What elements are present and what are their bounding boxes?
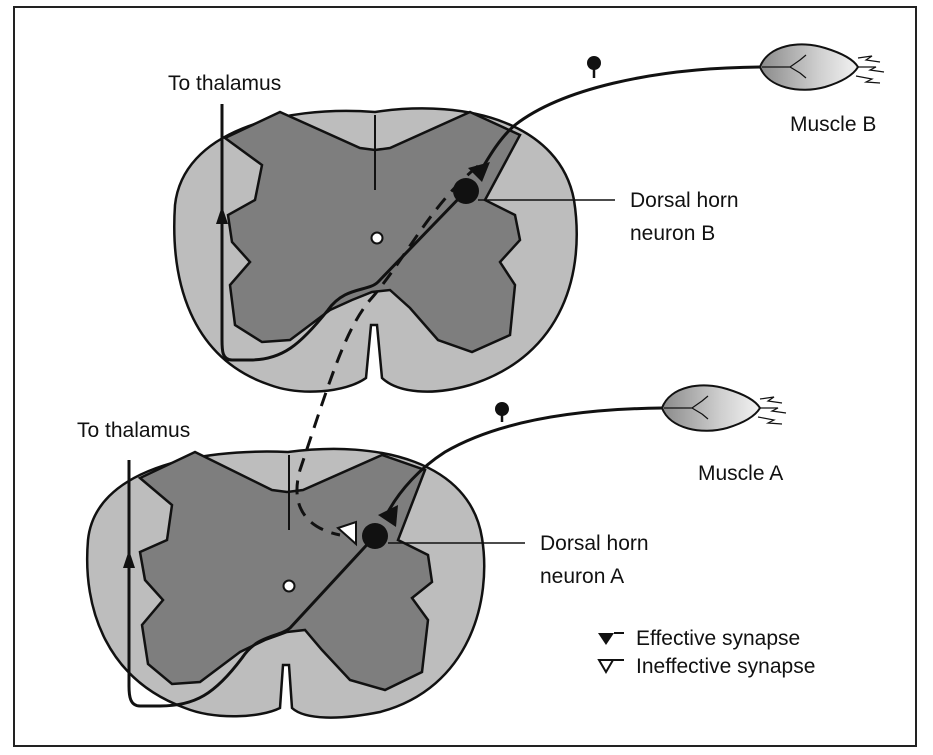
label-neuron-b-line2: neuron B: [630, 222, 715, 245]
spinal-segment-b: [174, 108, 576, 391]
dorsal-horn-neuron-b: [453, 178, 479, 204]
central-canal-a: [284, 581, 295, 592]
label-neuron-b-line1: Dorsal horn: [630, 189, 739, 212]
label-muscle-b: Muscle B: [790, 113, 876, 136]
legend-effective-label: Effective synapse: [636, 627, 800, 650]
dorsal-horn-neuron-a: [362, 523, 388, 549]
label-to-thalamus-top: To thalamus: [168, 72, 281, 95]
legend-ineffective-label: Ineffective synapse: [636, 655, 815, 678]
spinal-segment-a: [87, 449, 484, 718]
label-neuron-a-line1: Dorsal horn: [540, 532, 649, 555]
label-neuron-a-line2: neuron A: [540, 565, 624, 588]
ineffective-synapse-icon: [599, 660, 613, 672]
central-canal-b: [372, 233, 383, 244]
muscle-a: [662, 385, 786, 430]
muscle-b: [760, 44, 884, 89]
dorsal-root-ganglion-a: [495, 402, 509, 416]
label-muscle-a: Muscle A: [698, 462, 783, 485]
effective-synapse-icon: [598, 633, 614, 645]
label-to-thalamus-bottom: To thalamus: [77, 419, 190, 442]
legend: Effective synapse Ineffective synapse: [598, 627, 815, 678]
dorsal-root-ganglion-b: [587, 56, 601, 70]
